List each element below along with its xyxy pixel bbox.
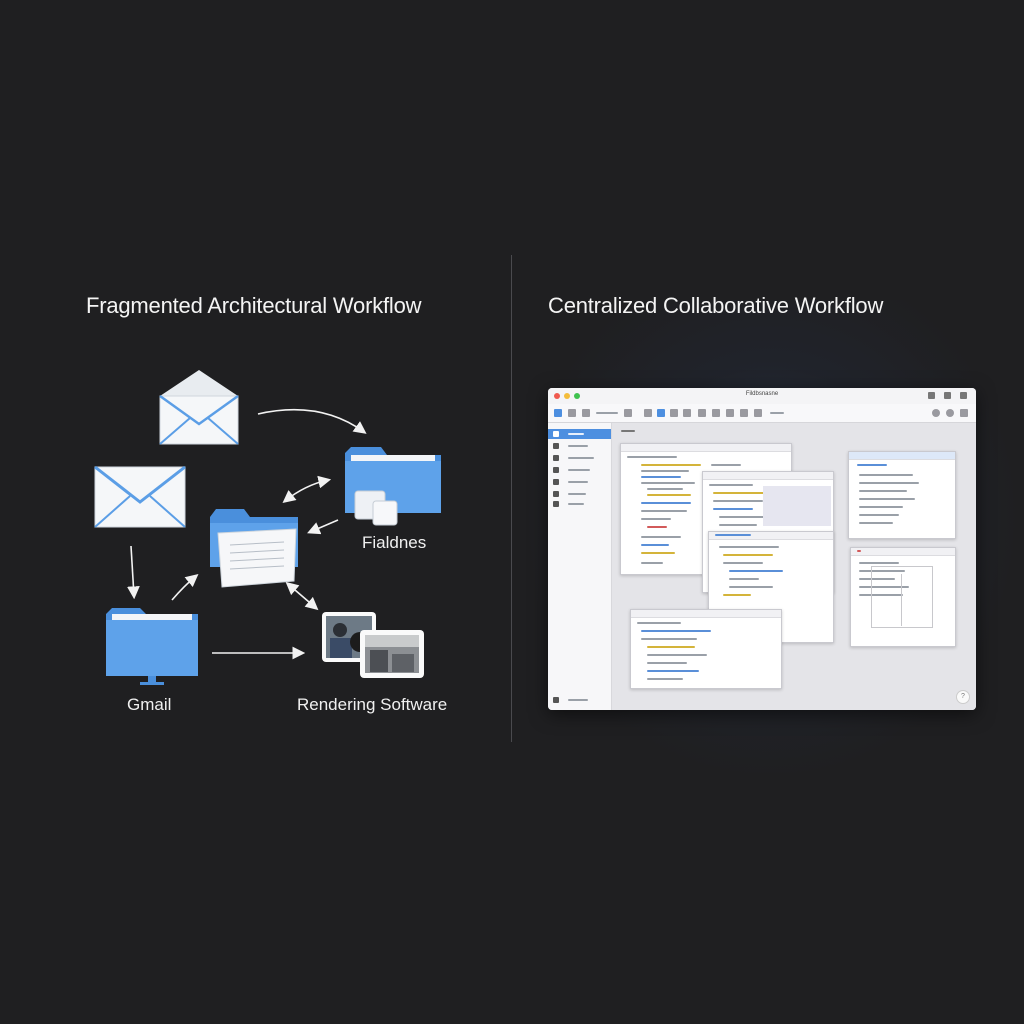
sidebar-item[interactable]: [548, 441, 611, 451]
sidebar-item[interactable]: [548, 465, 611, 475]
center-divider: [511, 255, 512, 742]
tool-icon[interactable]: [644, 409, 652, 417]
folder-icon: [345, 447, 441, 526]
share-icon[interactable]: [928, 392, 935, 399]
tool-icon[interactable]: [683, 409, 691, 417]
sidebar-item[interactable]: [548, 453, 611, 463]
tool-icon[interactable]: [698, 409, 706, 417]
collaboration-app-window: Fildbsnasne: [548, 388, 976, 710]
folder-icon: [210, 509, 298, 588]
sidebar-item[interactable]: [548, 489, 611, 499]
copy-icon[interactable]: [944, 392, 951, 399]
window-toolbar: [548, 404, 976, 423]
envelope-icon: [94, 466, 186, 528]
folder-label: Fialdnes: [362, 533, 427, 552]
tool-icon[interactable]: [740, 409, 748, 417]
fragmented-workflow-title: Fragmented Architectural Workflow: [86, 293, 422, 318]
tool-icon[interactable]: [726, 409, 734, 417]
sidebar-footer-item[interactable]: [548, 695, 611, 705]
tool-icon[interactable]: [670, 409, 678, 417]
tool-icon[interactable]: [657, 409, 665, 417]
list-view-icon[interactable]: [568, 409, 576, 417]
envelope-icon: [159, 370, 239, 445]
window-titlebar: Fildbsnasne: [548, 388, 976, 405]
rendering-software-label: Rendering Software: [297, 695, 448, 714]
help-button[interactable]: ?: [956, 690, 970, 704]
centralized-workflow-title: Centralized Collaborative Workflow: [548, 293, 884, 318]
document-panel[interactable]: [848, 451, 956, 539]
gmail-label: Gmail: [127, 695, 172, 714]
folder-icon: [106, 608, 198, 685]
delete-icon[interactable]: [960, 409, 968, 417]
workspace-area: ?: [612, 423, 976, 710]
info-icon[interactable]: [946, 409, 954, 417]
sidebar-item[interactable]: [548, 429, 611, 439]
grid-view-icon[interactable]: [554, 409, 562, 417]
document-panel[interactable]: [630, 609, 782, 689]
minimize-button[interactable]: [564, 393, 570, 399]
sidebar-item[interactable]: [548, 477, 611, 487]
window-title: Fildbsnasne: [745, 391, 779, 397]
settings-icon[interactable]: [960, 392, 967, 399]
close-button[interactable]: [554, 393, 560, 399]
info-icon[interactable]: [932, 409, 940, 417]
edit-icon[interactable]: [582, 409, 590, 417]
sidebar: [548, 423, 612, 710]
photo-icon: [322, 612, 424, 678]
sidebar-item[interactable]: [548, 499, 611, 509]
tool-icon[interactable]: [712, 409, 720, 417]
document-panel[interactable]: [850, 547, 956, 647]
tool-icon[interactable]: [624, 409, 632, 417]
tool-icon[interactable]: [754, 409, 762, 417]
maximize-button[interactable]: [574, 393, 580, 399]
